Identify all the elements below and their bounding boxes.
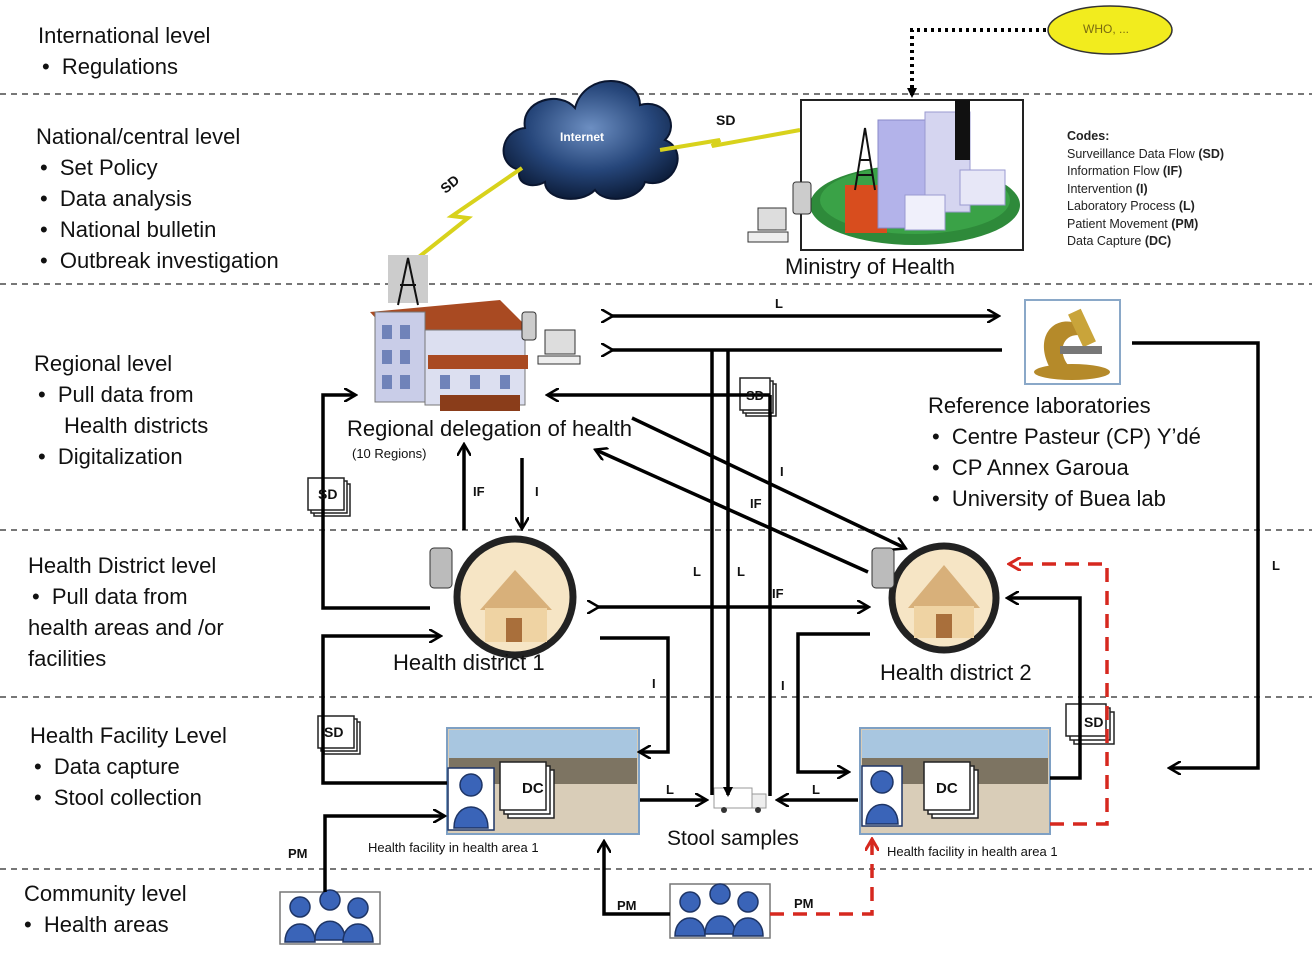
person-icons xyxy=(279,765,903,945)
reference-labs: Reference laboratories Centre Pasteur (C… xyxy=(928,390,1201,514)
if-label: IF xyxy=(772,586,784,601)
l-label: L xyxy=(693,564,701,579)
regions-count-label: (10 Regions) xyxy=(352,446,427,461)
district1-icon xyxy=(429,535,577,659)
who-node xyxy=(907,5,1173,98)
i-label: I xyxy=(781,678,785,693)
i-label: I xyxy=(780,464,784,479)
level-item: National bulletin xyxy=(36,214,279,245)
level-title: Community level xyxy=(24,881,187,906)
l-label: L xyxy=(737,564,745,579)
level-separators xyxy=(0,93,1312,870)
internet-label: Internet xyxy=(560,130,605,144)
district2-label: Health district 2 xyxy=(880,660,1032,685)
code-item: Data Capture (DC) xyxy=(1067,234,1172,248)
code-item: Information Flow (IF) xyxy=(1067,164,1183,178)
code-item: Intervention (I) xyxy=(1067,181,1148,196)
international-level: International level Regulations xyxy=(38,20,210,82)
facility-level: Health Facility Level Data capture Stool… xyxy=(30,720,227,813)
district-level: Health District level Pull data from hea… xyxy=(28,550,224,674)
facility2-label: Health facility in health area 1 xyxy=(887,844,1058,859)
sd-label: SD xyxy=(746,388,765,403)
red-dashed-patient-flow xyxy=(770,564,1109,916)
reference-labs-title: Reference laboratories xyxy=(928,393,1151,418)
flow-arrows xyxy=(321,316,1260,916)
if-label: IF xyxy=(750,496,762,511)
microscope-icon xyxy=(1024,299,1121,385)
facility1-label: Health facility in health area 1 xyxy=(368,840,539,855)
level-item-continued: facilities xyxy=(28,646,107,671)
truck-icon xyxy=(713,787,767,813)
l-label: L xyxy=(775,296,783,311)
who-label: WHO, ... xyxy=(1083,22,1129,36)
i-label: I xyxy=(652,676,656,691)
sd-label: SD xyxy=(716,112,736,128)
level-title: International level xyxy=(38,23,211,48)
sd-label: SD xyxy=(324,724,344,740)
level-title: Regional level xyxy=(34,351,173,376)
dc-label: DC xyxy=(522,780,544,797)
reference-lab-item: Centre Pasteur (CP) Y’dé xyxy=(928,421,1201,452)
code-item: Laboratory Process (L) xyxy=(1067,199,1195,213)
facility2-person-icon xyxy=(861,765,903,827)
level-item: Pull data from xyxy=(34,379,208,410)
sd-label: SD xyxy=(318,486,338,502)
level-item: Health areas xyxy=(24,909,187,940)
regional-level: Regional level Pull data from Health dis… xyxy=(34,348,208,472)
ministry-building-icon xyxy=(747,99,1024,251)
internet-cloud-icon xyxy=(502,80,679,200)
level-title: National/central level xyxy=(36,124,241,149)
l-label: L xyxy=(1272,558,1280,573)
level-item: Digitalization xyxy=(34,441,208,472)
sd-lightning-bolts xyxy=(413,128,801,262)
level-item-continued: health areas and /or xyxy=(28,615,224,640)
l-label: L xyxy=(666,782,674,797)
level-item: Data capture xyxy=(30,751,227,782)
dc-label: DC xyxy=(936,780,958,797)
level-item: Pull data from xyxy=(28,581,224,612)
dc-document-icons xyxy=(499,761,979,819)
community1-people-icon xyxy=(279,889,381,945)
if-label: IF xyxy=(473,484,485,499)
level-item: Regulations xyxy=(38,51,210,82)
community2-people-icon xyxy=(669,883,771,939)
pm-label: PM xyxy=(794,896,814,911)
level-item: Stool collection xyxy=(30,782,227,813)
codes-heading: Codes: xyxy=(1067,129,1110,143)
code-item: Surveillance Data Flow (SD) xyxy=(1067,146,1225,161)
pm-label: PM xyxy=(617,898,637,913)
level-item: Outbreak investigation xyxy=(36,245,279,276)
level-title: Health District level xyxy=(28,553,217,578)
l-label: L xyxy=(812,782,820,797)
district2-icon xyxy=(871,542,1000,654)
national-level: National/central level Set Policy Data a… xyxy=(36,121,279,276)
facility1-person-icon xyxy=(447,767,495,831)
pm-label: PM xyxy=(288,846,308,861)
community-level: Community level Health areas xyxy=(24,878,187,940)
regional-delegation-building-icon xyxy=(370,255,581,411)
district1-label: Health district 1 xyxy=(393,650,545,675)
i-label: I xyxy=(535,484,539,499)
sd-label: SD xyxy=(1084,714,1104,730)
level-item: Data analysis xyxy=(36,183,279,214)
ministry-label: Ministry of Health xyxy=(785,254,955,279)
level-item: Set Policy xyxy=(36,152,279,183)
level-title: Health Facility Level xyxy=(30,723,227,748)
regional-delegation-label: Regional delegation of health xyxy=(347,416,633,441)
code-item: Patient Movement (PM) xyxy=(1067,216,1199,231)
reference-lab-item: CP Annex Garoua xyxy=(928,452,1201,483)
codes-legend: Codes: Surveillance Data Flow (SD) Infor… xyxy=(1067,128,1224,251)
reference-lab-item: University of Buea lab xyxy=(928,483,1201,514)
stool-samples-label: Stool samples xyxy=(667,827,799,850)
level-item-continued: Health districts xyxy=(64,413,209,438)
